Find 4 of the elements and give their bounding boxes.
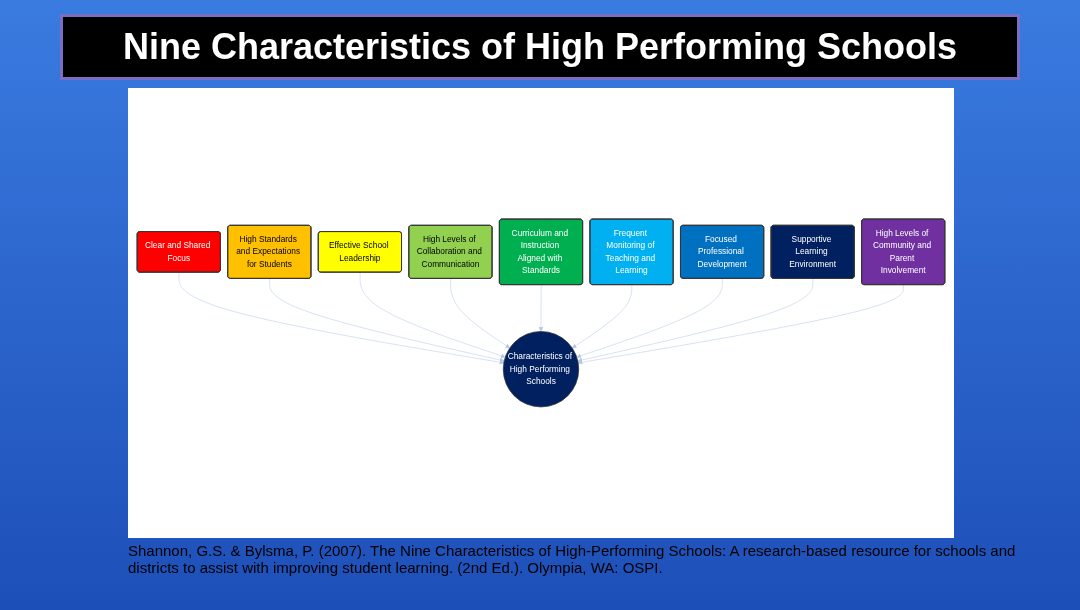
title-banner: Nine Characteristics of High Performing Schools xyxy=(60,14,1020,80)
diagram-panel: Clear and Shared Focus High Standards and Expectations for Students Effective School Leadership High Levels of Collaboration and Communication Curriculum and Instruction Aligned with Standards Frequent Monitoring of Teaching and Learning Focused Professional Development Supportive Learning Environment High Levels of Community and Parent Involvement Characteristics of High Performing Schools xyxy=(128,88,954,538)
node-circle xyxy=(502,331,580,408)
caption: Shannon, G.S. & Bylsma, P. (2007). The Nine Characteristics of High-Performing Schools: A research-based resource for schools and districts to assist with improving student learning. (2nd Ed.). Olympia, WA: OSPI. xyxy=(128,542,1017,576)
